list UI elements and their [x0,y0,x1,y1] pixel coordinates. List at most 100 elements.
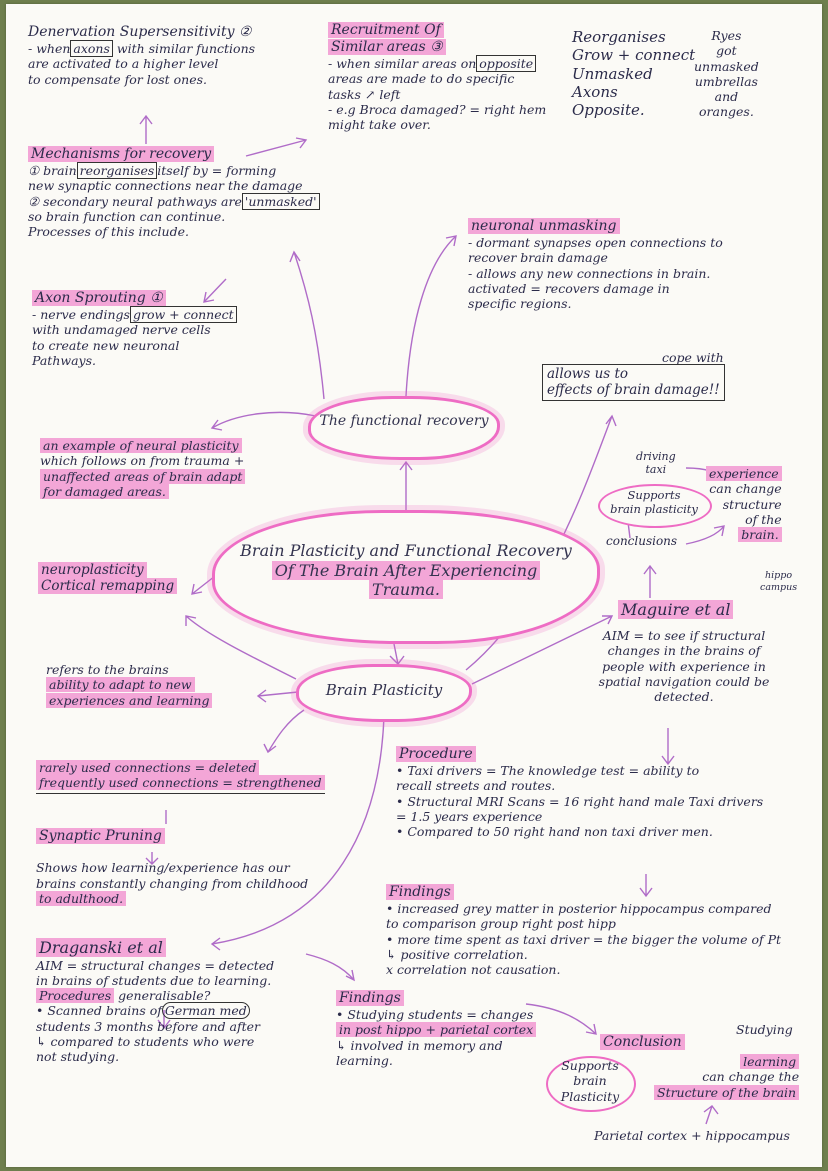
axon-line: Pathways. [32,352,96,368]
maguire-proc-line: = 1.5 years experience [396,808,543,824]
maguire-aim-line: changes in the brains of [607,643,761,659]
central-title-line: Of The Brain After Experiencing [271,560,541,580]
mnemonic-word: and [714,89,739,104]
pruning-block: Synaptic Pruning Shows how learning/expe… [36,828,308,906]
denervation-boxed-word: axons [70,40,113,58]
arrow-maguire-to-procedure [661,728,675,766]
supports-line: brain plasticity [610,502,698,517]
draganski-title: Draganski et al [36,938,166,957]
draganski-proc-line: students 3 months before and after [36,1018,261,1034]
arrow-conclusions-to-experience [685,525,725,545]
maguire-findings-title: Findings [386,884,454,900]
draganski-supports-oval [546,1056,636,1112]
neuroplasticity-line: neuroplasticity [38,562,147,578]
functional-recovery-label: The functional recovery [319,413,489,429]
arrow-bp-to-maguire [471,615,614,685]
hippo-note: hippo campus [760,570,797,593]
driving-taxi: driving taxi [636,450,676,477]
central-title-cloud: Brain Plasticity and Functional Recovery… [212,510,600,644]
mechanisms-line: ② secondary neural pathways are [28,193,242,209]
example-line: an example of neural plasticity [40,438,242,453]
maguire-procedure-block: Procedure • Taxi drivers = The knowledge… [396,746,763,839]
maguire-aim-line: people with experience in [602,658,766,674]
example-line: unaffected areas of brain adapt [40,468,246,484]
maguire-proc-line: recall streets and routes. [396,778,556,794]
maguire-supports-oval [598,484,712,528]
arrow-parietal-up [703,1105,719,1125]
arrow-bp-to-draganski [210,715,385,951]
arrow-pruning-down [145,852,159,865]
mnemonic-word: unmasked [694,58,759,74]
pruning-title: Synaptic Pruning [36,828,165,844]
maguire-finding: • increased grey matter in posterior hip… [386,901,772,917]
draganski-conclusion-right: learning can change the Structure of the… [654,1054,800,1100]
central-title-line: Trauma. [369,580,443,600]
denervation-line: - when [28,41,71,57]
axon-boxed-word: grow + connect [129,306,237,324]
recruitment-line: - e.g Broca damaged? = right hem [328,101,547,117]
cope-line: effects of brain damage!! [547,382,720,399]
axon-line: to create new neuronal [32,337,180,353]
maguire-finding: ↳ positive correlation. [386,946,528,962]
draganski-findings-title: Findings [336,990,404,1006]
arrow-fr-to-mech [289,250,325,400]
draganski-conclusion-heading: Conclusion [600,1034,685,1050]
maguire-aim-line: AIM = to see if structural [602,628,766,643]
maguire-finding: • more time spent as taxi driver = the b… [386,931,782,947]
hippo-line: hippo [765,570,793,581]
unmasking-line: - allows any new connections in brain. [468,265,711,281]
mechanisms-line: Processes of this include. [28,224,189,240]
connector-arrows [139,114,725,1125]
central-title-line: Brain Plasticity and Functional Recovery [240,541,572,560]
experience-line: structure [722,496,782,512]
arrow-findings-to-conclusion [525,1003,597,1035]
mnemonic-word: got [716,43,737,59]
arrow-fr-to-example [210,411,317,431]
draganski-proc-line: not studying. [36,1049,120,1065]
maguire-finding: x correlation not causation. [386,962,561,978]
unmasking-line: activated = recovers damage in [468,280,670,296]
recruitment-boxed-word: opposite [476,55,537,73]
pruning-line: brains constantly changing from childhoo… [36,875,309,891]
unmasking-title: neuronal unmasking [468,218,620,234]
refers-block: refers to the brains ability to adapt to… [46,662,213,708]
supports-line: brain [573,1073,607,1089]
maguire-conclusions: conclusions [606,534,678,548]
arrow-draganski-to-findings [305,953,355,982]
arrow-bp-to-refers [256,689,299,703]
arrow-maguire-to-conclusions [643,564,657,598]
draganski-finding: learning. [336,1052,393,1068]
recruitment-block: Recruitment Of Similar areas ③ - when si… [328,22,546,132]
arrow-procedure-to-findings [639,874,653,898]
arrow-bp-to-neuro [185,615,297,680]
mnemonic-word: Ryes [711,28,742,43]
maguire-procedure-title: Procedure [396,746,476,762]
mechanisms-line: ① brain [28,163,77,179]
draganski-studying: Studying [736,1022,793,1037]
pruning-line: Shows how learning/experience has our [36,860,290,876]
mnemonic-right: Ryes got unmasked umbrellas and oranges. [694,28,759,120]
cope-line: allows us to [547,366,629,382]
mnemonic-word: Axons [572,82,618,101]
denervation-line: to compensate for lost ones. [28,71,208,87]
functional-recovery-cloud: The functional recovery [308,396,500,460]
recruitment-line: tasks [328,86,361,102]
taxi-word: taxi [645,463,667,477]
maguire-proc-line: • Structural MRI Scans = 16 right hand m… [396,793,764,809]
maguire-finding-note: right post hipp [521,916,616,932]
draganski-proc-line: ↳ compared to students who were [36,1033,255,1049]
mechanisms-line: itself by = forming [157,163,277,179]
conclusion-line: Structure of the brain [654,1084,800,1100]
denervation-line: with similar functions [116,41,256,57]
brain-plasticity-cloud: Brain Plasticity [296,664,472,722]
mnemonic-word: Opposite. [572,101,645,120]
mnemonic-word: Reorganises [572,28,666,46]
maguire-title: Maguire et al [618,600,734,619]
arrow-mech-to-denervation [139,114,153,144]
arrow-bp-to-connections [263,709,305,754]
maguire-aim-line: spatial navigation could be [598,673,770,689]
central-title: Brain Plasticity and Functional Recovery… [215,541,597,600]
cope-small: cope with [662,350,724,365]
recruitment-title: Recruitment Of [328,22,444,38]
draganski-conclusion-title: Conclusion [600,1034,685,1051]
